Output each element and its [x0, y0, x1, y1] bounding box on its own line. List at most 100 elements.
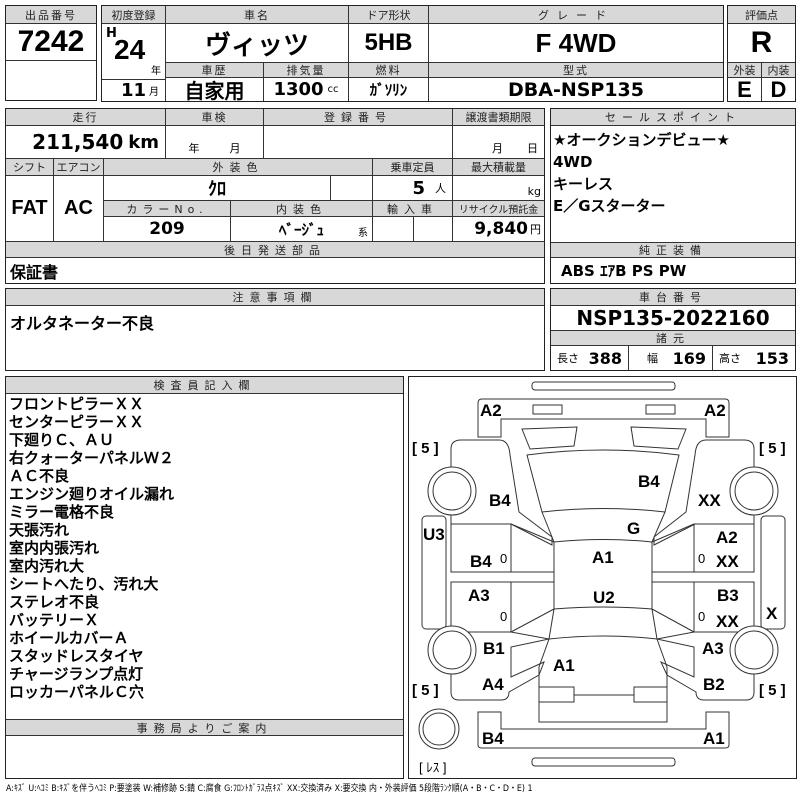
height-value: 153: [755, 348, 789, 368]
recycle-value: 9,840: [474, 219, 528, 239]
transfer-value: 月日: [453, 126, 544, 159]
door-mark: 0: [500, 551, 508, 566]
inspector-box: 検査員記入欄 フロントピラーＸＸ センターピラーＸＸ 下廻りＣ、ＡＵ 右クォータ…: [5, 376, 404, 779]
load: kg: [453, 176, 544, 201]
door-mark: 0: [500, 609, 508, 624]
damage-mark: B1: [483, 639, 505, 658]
exterior-color: ｸﾛ: [104, 176, 331, 201]
inspector-item: 室内内張汚れ: [9, 539, 100, 557]
sales-point: ★オークションデビュー★: [553, 131, 730, 149]
width-label: 幅: [647, 352, 658, 365]
mileage-value: 211,540: [32, 130, 124, 154]
ext-score: E: [728, 78, 762, 101]
inspection-label: 車検: [166, 109, 264, 126]
grade: F 4WD: [429, 24, 723, 63]
interior-value: ﾍﾞｰｼﾞｭ: [278, 220, 324, 239]
spare-tire-mark: [ ﾚｽ ]: [419, 760, 447, 775]
door-type: 5HB: [349, 24, 429, 63]
damage-mark: B3: [717, 586, 739, 605]
reg-no-label: 登録番号: [264, 109, 453, 126]
transfer-label: 譲渡書類期限: [453, 109, 544, 126]
color-no: 209: [104, 217, 231, 242]
grade-label: グレード: [429, 6, 723, 24]
door-mark: 0: [698, 609, 706, 624]
tire-tread-mark: [ 5 ]: [412, 440, 439, 457]
equipment-label: 純正装備: [551, 242, 795, 258]
length-value: 388: [588, 348, 622, 368]
door-label: ドア形状: [349, 6, 429, 24]
inspector-list: フロントピラーＸＸ センターピラーＸＸ 下廻りＣ、ＡＵ 右クォーターパネルＷ２ …: [9, 395, 174, 701]
length-label: 長さ: [557, 352, 579, 365]
import-value-2: [414, 217, 453, 242]
mileage-unit: km: [128, 131, 159, 153]
color-label: 外装色: [104, 159, 373, 176]
damage-mark: A1: [592, 548, 614, 567]
damage-mark: A2: [480, 401, 502, 420]
height-label: 高さ: [719, 352, 741, 365]
score-label: 評価点: [728, 6, 795, 24]
sales-point: キーレス: [553, 175, 614, 193]
chassis-label: 車台番号: [551, 289, 795, 306]
damage-mark: A1: [553, 656, 575, 675]
car-outline: [418, 381, 786, 767]
inspector-label: 検査員記入欄: [6, 377, 403, 394]
recycle-label: リサイクル預託金: [453, 201, 544, 217]
inspection-year-unit: 年: [188, 142, 200, 155]
tire-tread-mark: [ 5 ]: [412, 682, 439, 699]
damage-mark: X: [766, 604, 778, 623]
damage-mark: A3: [468, 586, 490, 605]
model-code: DBA-NSP135: [507, 78, 644, 101]
damage-mark: A2: [716, 528, 738, 547]
damage-mark: B4: [638, 472, 660, 491]
inspector-item: ステレオ不良: [9, 593, 100, 611]
damage-mark: XX: [716, 612, 739, 631]
displacement-label: 排気量: [264, 63, 349, 78]
lot-label: 出品番号: [6, 6, 96, 24]
name-label: 車名: [166, 6, 349, 24]
capacity-value: 5: [412, 177, 425, 199]
damage-mark: XX: [698, 491, 721, 510]
car-name: ヴィッツ: [166, 24, 349, 63]
transfer-day-unit: 日: [527, 142, 538, 155]
exterior-color-extra: [331, 176, 373, 201]
inspector-item: スタッドレスタイヤ: [9, 647, 144, 665]
office-label: 事務局よりご案内: [6, 719, 403, 736]
notes-label: 注意事項欄: [6, 289, 544, 306]
chassis-number: NSP135-2022160: [551, 306, 795, 331]
int-label: 内装: [762, 63, 795, 78]
lot-number: 7242: [6, 24, 96, 61]
first-reg-label: 初度登録: [102, 6, 166, 24]
ac: AC: [54, 176, 104, 242]
month: 11: [120, 80, 146, 101]
year: 24: [114, 34, 146, 65]
damage-mark: A3: [702, 639, 724, 658]
damage-mark: A4: [482, 675, 504, 694]
sales-points-box: セールスポイント ★オークションデビュー★ 4WD キーレス E／Gスターター …: [550, 108, 796, 284]
interior-unit: 系: [358, 228, 368, 239]
inspector-item: ホイールカバーＡ: [9, 629, 129, 647]
tire-tread-mark: [ 5 ]: [759, 682, 786, 699]
load-unit: kg: [527, 185, 541, 198]
inspector-item: エンジン廻りオイル漏れ: [9, 485, 175, 503]
height: 高さ 153: [713, 346, 795, 370]
damage-mark: U3: [423, 525, 445, 544]
inspection-value: 年月: [166, 126, 264, 159]
ac-label: エアコン: [54, 159, 104, 176]
equipment: ABS ｴｱB PS PW: [561, 262, 687, 280]
inspector-item: バッテリーＸ: [9, 611, 100, 629]
sales-point: E／Gスターター: [553, 197, 666, 215]
history: 自家用: [166, 78, 264, 101]
fuel: ｶﾞｿﾘﾝ: [349, 78, 429, 101]
damage-mark: XX: [716, 552, 739, 571]
notes-box: 注意事項欄 オルタネーター不良: [5, 288, 545, 371]
sales-point: 4WD: [553, 153, 593, 171]
model-label: 型式: [429, 63, 723, 78]
inspector-item: ＡＣ不良: [9, 467, 70, 485]
inspector-item: シートへたり、汚れ大: [9, 575, 159, 593]
score-box: 評価点 R 外装 内装 E D: [727, 5, 796, 102]
damage-diagram: A2 A2 [ 5 ] [ 5 ] B4 B4 XX U3 G A2 B4 A1…: [408, 376, 797, 779]
recycle-unit: 円: [530, 223, 541, 236]
